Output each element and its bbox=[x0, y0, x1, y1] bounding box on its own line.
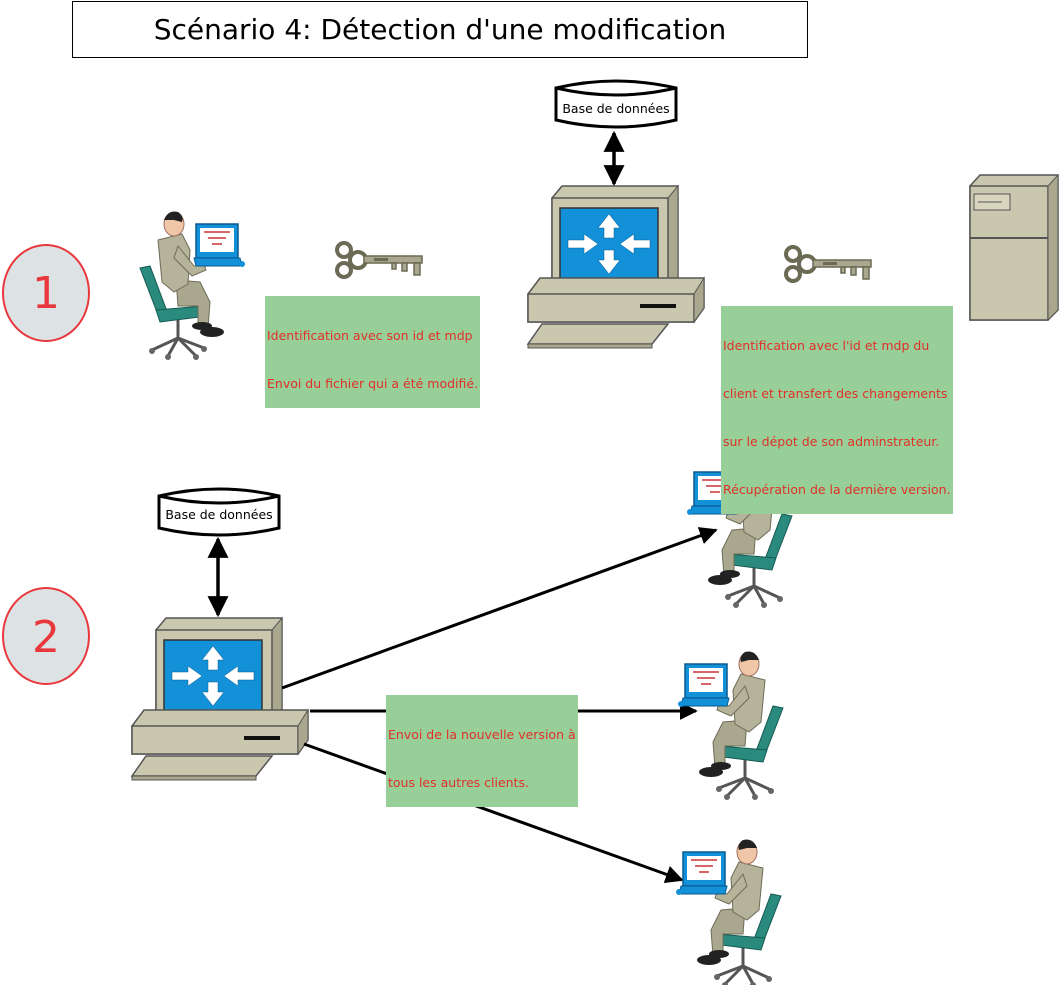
client-key-icon bbox=[335, 241, 424, 279]
note-line: Envoi du fichier qui a été modifié. bbox=[267, 376, 479, 391]
step-1-database: Base de données bbox=[554, 79, 678, 129]
page-title: Scénario 4: Détection d'une modification bbox=[72, 1, 808, 58]
note-line: Récupération de la dernière version. bbox=[723, 482, 951, 497]
client-identification-note: Identification avec son id et mdp Envoi … bbox=[265, 296, 481, 408]
note-line: Identification avec l'id et mdp du bbox=[723, 338, 930, 353]
broadcast-arrow-bottom bbox=[303, 742, 684, 883]
other-client-3-icon bbox=[674, 838, 783, 985]
note-line: tous les autres clients. bbox=[388, 775, 529, 790]
note-line: client et transfert des changements bbox=[723, 386, 948, 401]
step-2-router-icon bbox=[131, 617, 309, 781]
server-router-icon bbox=[527, 185, 705, 349]
note-line: Envoi de la nouvelle version à bbox=[388, 727, 576, 742]
broadcast-arrow-top bbox=[281, 527, 718, 690]
server-transfer-note: Identification avec l'id et mdp du clien… bbox=[721, 306, 953, 514]
step-2-badge: 2 bbox=[2, 587, 90, 685]
step-2-badge-number: 2 bbox=[32, 612, 60, 663]
admin-server-tower-icon bbox=[969, 173, 1059, 322]
note-line: sur le dépot de son adminstrateur. bbox=[723, 434, 940, 449]
server-key-icon bbox=[784, 245, 873, 283]
broadcast-note: Envoi de la nouvelle version à tous les … bbox=[386, 695, 578, 807]
step-2-database: Base de données bbox=[157, 487, 281, 537]
step-1-badge: 1 bbox=[2, 244, 90, 342]
step-1-database-label: Base de données bbox=[562, 101, 669, 116]
note-line: Identification avec son id et mdp bbox=[267, 328, 473, 343]
step-1-badge-number: 1 bbox=[32, 268, 60, 319]
client-user-icon bbox=[138, 210, 247, 362]
other-client-2-icon bbox=[676, 650, 785, 802]
step-2-database-label: Base de données bbox=[165, 507, 272, 522]
